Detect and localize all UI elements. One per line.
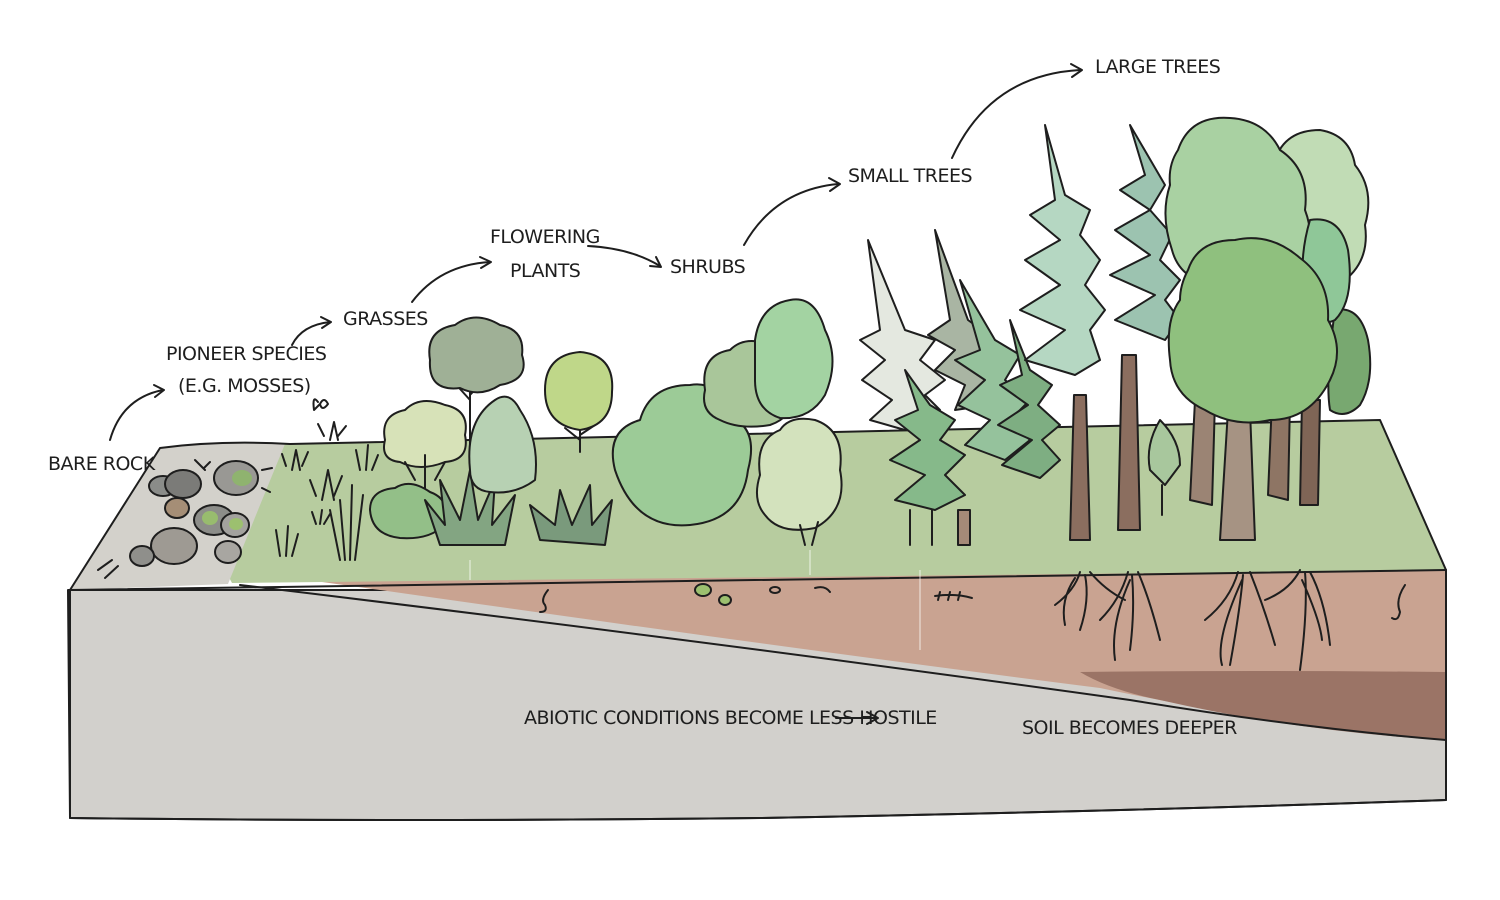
- label-pioneer-species: PIONEER SPECIES: [166, 343, 326, 365]
- label-grasses: GRASSES: [343, 308, 428, 330]
- label-bare-rock: BARE ROCK: [48, 453, 156, 475]
- deep-soil-layer: [1080, 671, 1446, 740]
- soil-layer: [235, 570, 1446, 740]
- arrow-bare-to-pioneer: [109, 389, 164, 441]
- label-large-trees: LARGE TREES: [1095, 56, 1220, 78]
- grasses-group: [275, 398, 379, 561]
- large-trees-group: [1019, 116, 1372, 541]
- label-small-trees: SMALL TREES: [848, 165, 972, 187]
- succession-arrows: [109, 63, 1083, 725]
- label-shrubs: SHRUBS: [670, 256, 745, 278]
- arrow-pioneer-to-grasses: [291, 321, 331, 346]
- millipede-icon: [934, 591, 973, 601]
- bare-rock-stones: [97, 459, 273, 579]
- microbe-icon: [694, 583, 732, 606]
- tree-roots: [1054, 569, 1331, 671]
- soil-creatures: [539, 583, 1406, 621]
- earthworm-icon: [1391, 584, 1406, 621]
- butterfly-icon: [312, 398, 329, 411]
- arrow-flowering-to-shrubs: [587, 245, 661, 267]
- small-trees-group: [859, 229, 1061, 546]
- label-flowering: FLOWERING: [490, 226, 600, 248]
- label-abiotic: ABIOTIC CONDITIONS BECOME LESS HOSTILE: [524, 707, 937, 729]
- arrow-shrubs-to-small-trees: [743, 183, 839, 246]
- arrow-grasses-to-flowering: [411, 261, 491, 303]
- stage-labels: BARE ROCK PIONEER SPECIES (E.G. MOSSES) …: [48, 56, 1238, 739]
- worm-icon: [539, 589, 549, 613]
- label-plants: PLANTS: [510, 260, 580, 282]
- label-pioneer-example: (E.G. MOSSES): [178, 375, 311, 397]
- label-soil-deeper: SOIL BECOMES DEEPER: [1022, 717, 1237, 739]
- flowering-plants-group: [369, 316, 614, 546]
- shrubs-group: [611, 298, 843, 546]
- arrow-small-to-large-trees: [951, 69, 1081, 159]
